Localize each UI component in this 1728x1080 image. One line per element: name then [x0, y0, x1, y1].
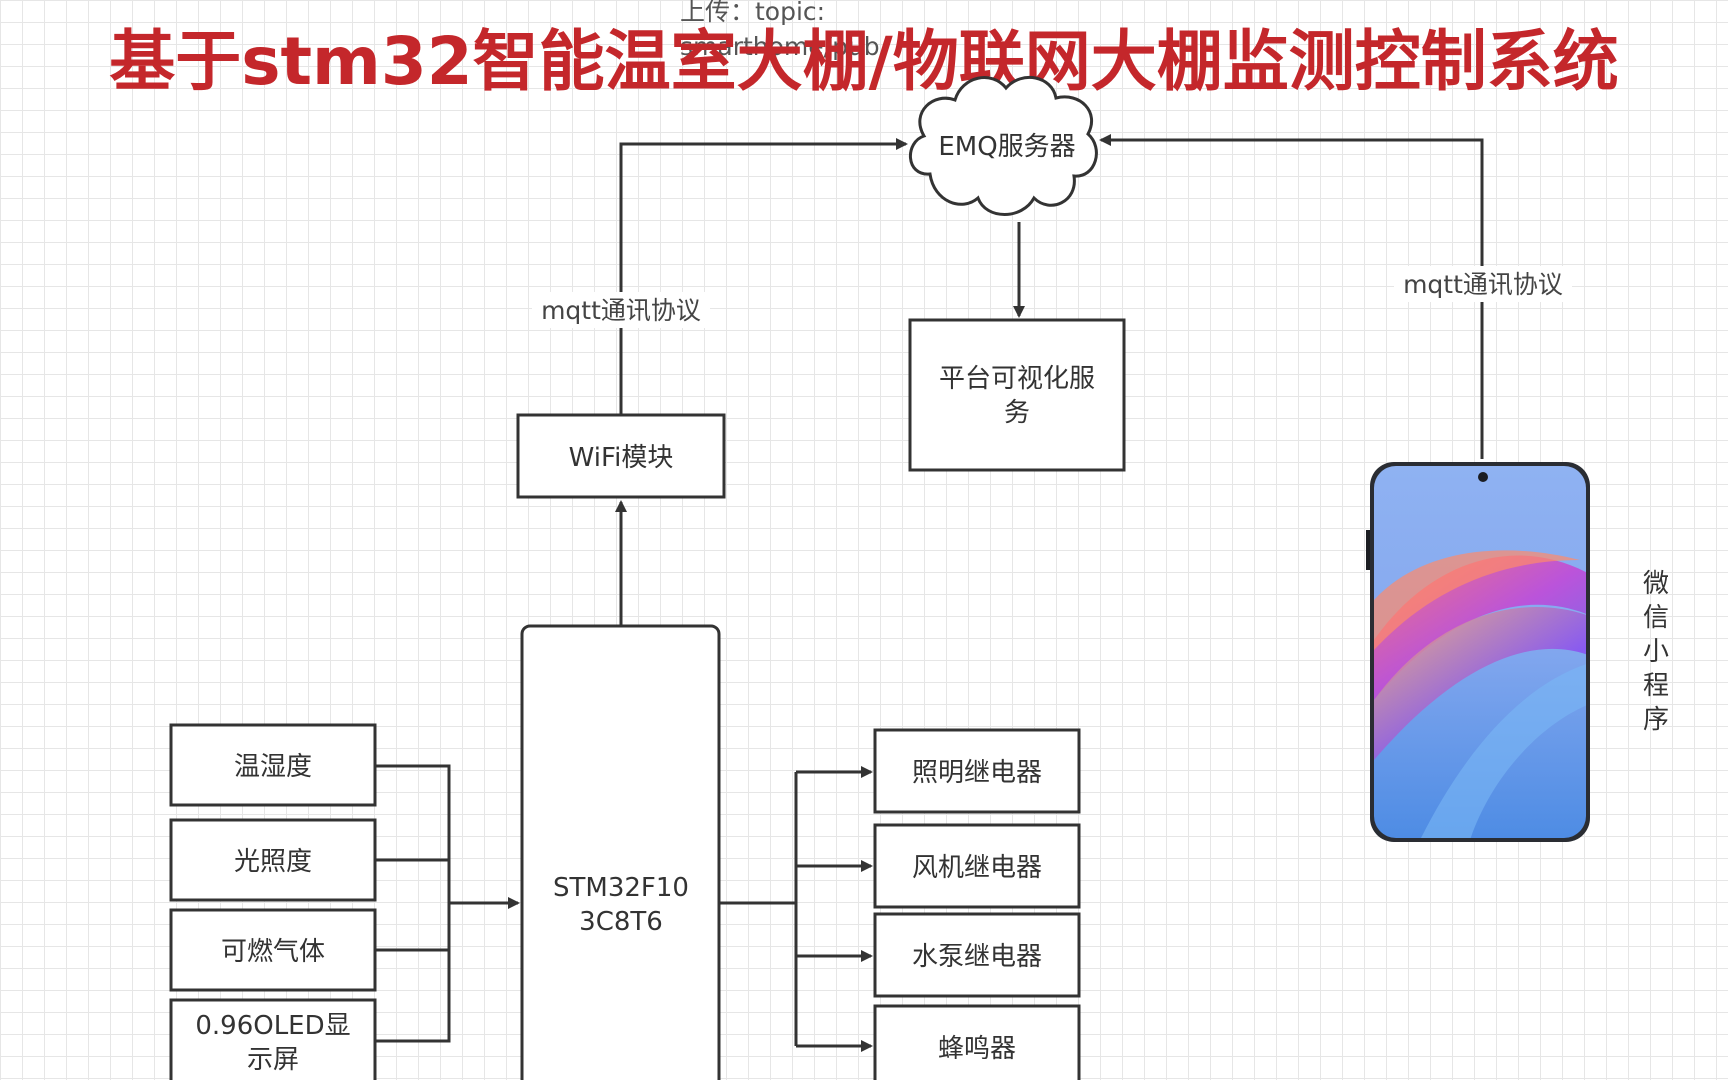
edge-label-bg-right — [1394, 266, 1572, 302]
wechat-char: 程 — [1643, 671, 1669, 701]
platform-label-line2: 务 — [1004, 398, 1030, 428]
platform-label-line1: 平台可视化服 — [939, 364, 1095, 394]
relay-fan-label: 风机继电器 — [912, 853, 1042, 883]
edge-label-mqtt-left: mqtt通讯协议 — [541, 296, 701, 325]
edge-phone-to-emq — [1099, 134, 1484, 459]
wechat-char: 序 — [1643, 705, 1669, 735]
sensor-light-label: 光照度 — [234, 847, 312, 877]
buzzer-node: 蜂鸣器 — [873, 1004, 1081, 1080]
wechat-mini-program-label: 微 信 小 程 序 — [1643, 569, 1669, 735]
wechat-char: 小 — [1643, 637, 1669, 667]
sensor-temp-humidity-label: 温湿度 — [234, 752, 312, 782]
emq-server-label: EMQ服务器 — [938, 132, 1075, 162]
emq-server-node: EMQ服务器 — [908, 76, 1098, 216]
upload-topic-value: smarthome/pub — [680, 32, 880, 61]
phone-camera-icon — [1478, 472, 1488, 482]
phone-wallpaper — [1374, 550, 1586, 838]
relay-light-label: 照明继电器 — [912, 758, 1042, 788]
wifi-module-label: WiFi模块 — [569, 443, 674, 473]
edge-wifi-to-emq — [619, 138, 908, 415]
oled-label-line2: 示屏 — [247, 1045, 299, 1075]
phone-side-button — [1366, 530, 1370, 570]
relay-light-node: 照明继电器 — [873, 728, 1081, 814]
diagram-title: 基于stm32智能温室大棚/物联网大棚监测控制系统 — [109, 23, 1619, 100]
phone-node — [1366, 462, 1590, 842]
wechat-char: 微 — [1643, 569, 1669, 599]
oled-display-node: 0.96OLED显 示屏 — [169, 998, 377, 1080]
sensor-gas-label: 可燃气体 — [221, 937, 325, 967]
wifi-module-node: WiFi模块 — [516, 413, 726, 499]
relay-pump-node: 水泵继电器 — [873, 912, 1081, 998]
edge-label-mqtt-right: mqtt通讯协议 — [1403, 270, 1563, 299]
oled-label-line1: 0.96OLED显 — [195, 1011, 350, 1041]
mcu-label-line2: 3C8T6 — [579, 907, 663, 937]
buzzer-label: 蜂鸣器 — [938, 1034, 1016, 1064]
mcu-node: STM32F10 3C8T6 — [520, 624, 721, 1080]
sensor-gas-node: 可燃气体 — [169, 908, 377, 992]
wechat-char: 信 — [1643, 603, 1669, 633]
sensor-temp-humidity-node: 温湿度 — [169, 723, 377, 807]
relay-fan-node: 风机继电器 — [873, 823, 1081, 909]
platform-visualization-node: 平台可视化服 务 — [908, 318, 1126, 472]
sensor-light-node: 光照度 — [169, 818, 377, 902]
mcu-label-line1: STM32F10 — [553, 873, 689, 903]
edge-sensor-bus — [375, 764, 451, 1043]
relay-pump-label: 水泵继电器 — [912, 942, 1042, 972]
edge-label-bg-left — [532, 292, 710, 328]
upload-topic-label: 上传：topic: — [680, 0, 825, 26]
